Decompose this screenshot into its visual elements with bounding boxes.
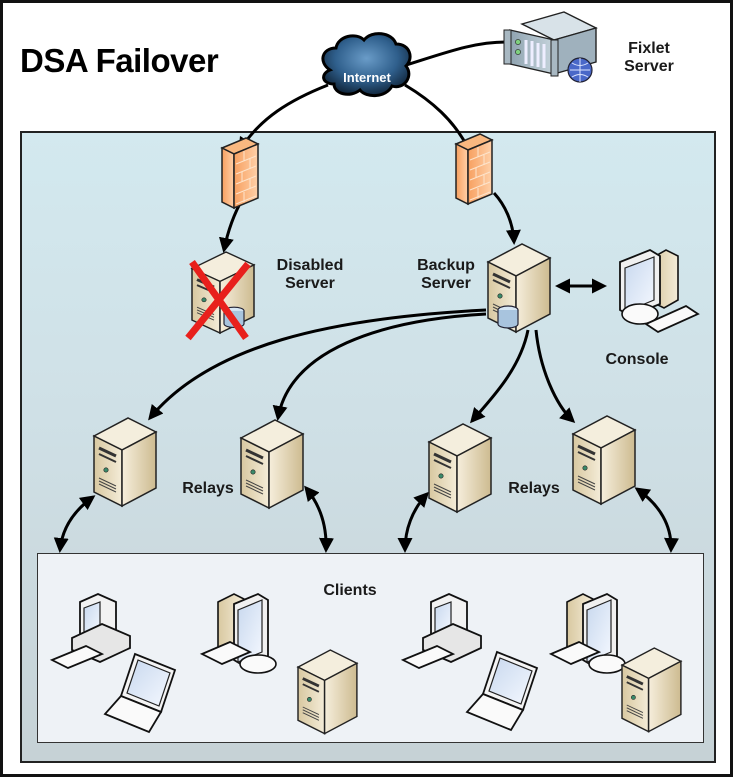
fixlet-server-icon xyxy=(503,11,598,83)
arrow-internet-to-firewall-left xyxy=(238,83,329,153)
arrow-firewall-to-backup xyxy=(492,191,521,245)
client-workstation-icon xyxy=(550,593,626,674)
client-server-icon xyxy=(296,648,359,736)
backup-server-icon xyxy=(486,242,552,334)
backup-server-label-line1: Backup xyxy=(417,257,475,274)
relay-server-icon xyxy=(571,414,637,506)
arrow-backup-relay-3 xyxy=(470,329,530,424)
client-workstation-icon xyxy=(201,593,277,674)
firewall-right-icon xyxy=(455,133,493,205)
console-label: Console xyxy=(605,351,669,368)
client-server-icon xyxy=(620,646,683,734)
client-desktop-icon xyxy=(51,593,131,669)
disabled-server-label-line2: Server xyxy=(285,275,335,293)
arrow-backup-relay-2 xyxy=(272,312,487,421)
client-desktop-icon xyxy=(402,593,482,669)
console-workstation-icon xyxy=(619,248,700,334)
internet-cloud-icon xyxy=(321,32,412,97)
arrow-relay1-clients xyxy=(53,495,96,553)
arrow-relay3-clients xyxy=(397,491,430,553)
relays-left-label: Relays xyxy=(182,480,234,497)
fixlet-server-label-line2: Server xyxy=(624,58,674,76)
disabled-server-label: Disabled Server xyxy=(262,257,358,294)
backup-server-label: Backup Server xyxy=(406,257,486,294)
internet-label: Internet xyxy=(343,70,391,85)
client-laptop-icon xyxy=(466,651,538,731)
relays-right-label: Relays xyxy=(508,480,560,497)
red-x-icon xyxy=(185,259,251,341)
backup-server-label-line2: Server xyxy=(421,275,471,293)
firewall-left-icon xyxy=(221,137,259,209)
client-laptop-icon xyxy=(104,653,176,733)
relay-server-icon xyxy=(92,416,158,508)
clients-label: Clients xyxy=(323,582,377,599)
arrow-relay2-clients xyxy=(304,485,334,553)
fixlet-server-label: Fixlet Server xyxy=(614,40,684,77)
arrow-backup-relay-4 xyxy=(534,329,576,424)
relay-server-icon xyxy=(427,422,493,514)
diagram-title: DSA Failover xyxy=(20,42,219,79)
relay-server-icon xyxy=(239,418,305,510)
arrow-relay4-clients xyxy=(634,487,679,553)
disabled-server-label-line1: Disabled xyxy=(276,257,344,274)
arrow-backup-relay-1 xyxy=(148,308,487,421)
fixlet-server-label-line1: Fixlet xyxy=(628,40,670,57)
